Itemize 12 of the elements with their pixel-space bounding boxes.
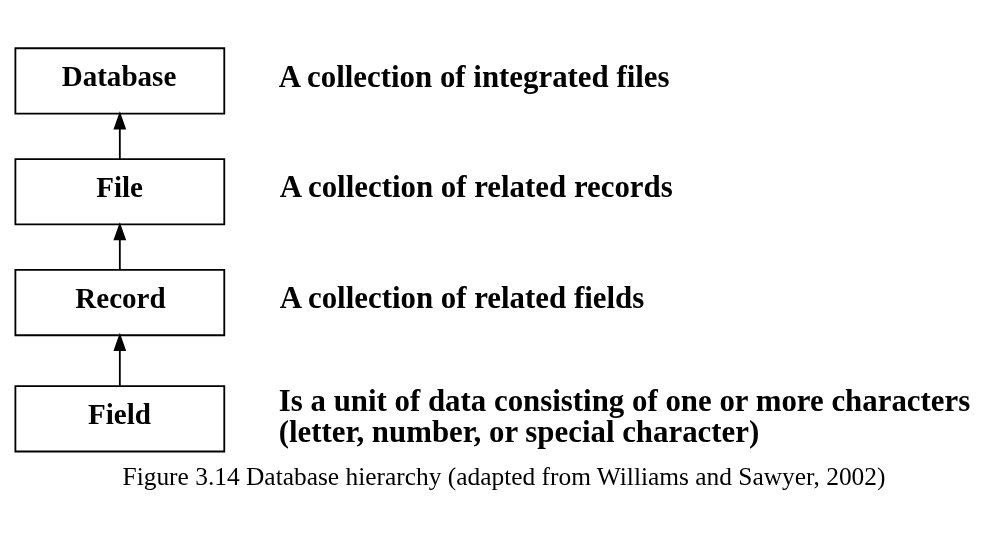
node-box: Field: [14, 384, 226, 452]
node-box: Record: [14, 268, 226, 336]
node-box: Database: [14, 46, 226, 115]
arrow: [113, 110, 127, 160]
node-label: A collection of integrated files: [278, 58, 670, 94]
node-label: A collection of related records: [279, 168, 673, 204]
node-label: Is a unit of data consisting of one or more characters (letter, number, or special character): [278, 382, 971, 449]
caption: Figure 3.14 Database hierarchy (adapted from Williams and Sawyer, 2002): [122, 461, 886, 490]
node-label: A collection of related fields: [279, 279, 645, 315]
arrow: [113, 332, 127, 387]
node-box: File: [14, 157, 226, 225]
arrow: [113, 221, 127, 271]
